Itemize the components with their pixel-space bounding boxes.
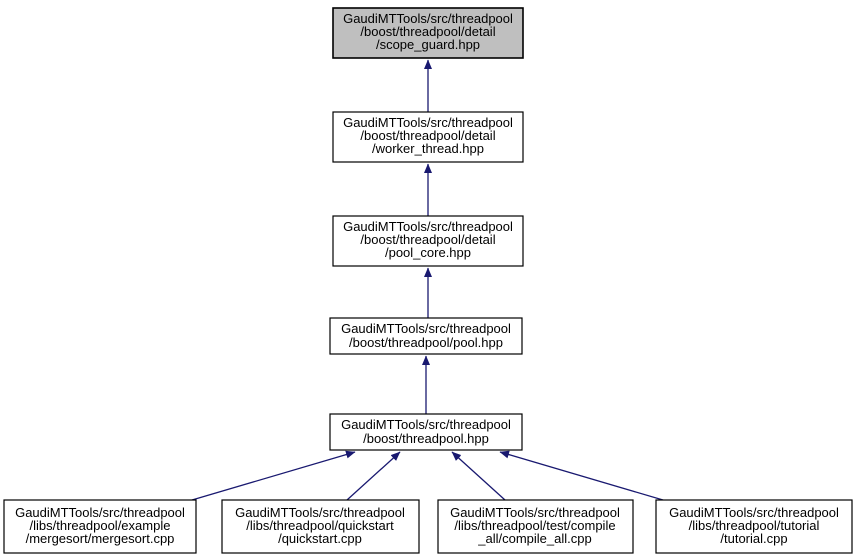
node-label-line: GaudiMTTools/src/threadpool: [343, 115, 513, 130]
node-box[interactable]: [3, 499, 197, 554]
node-label-line: /boost/threadpool/detail: [360, 232, 495, 247]
node-box[interactable]: [332, 7, 524, 59]
node-label-line: /mergesort/mergesort.cpp: [26, 531, 175, 546]
node-label-line: _all/compile_all.cpp: [477, 531, 591, 546]
node-label-line: /boost/threadpool/detail: [360, 24, 495, 39]
node-box[interactable]: [655, 499, 853, 554]
node-label-line: /libs/threadpool/test/compile: [454, 518, 615, 533]
node-label-line: /scope_guard.hpp: [376, 37, 480, 52]
node-label-line: /pool_core.hpp: [385, 245, 471, 260]
node-label-line: GaudiMTTools/src/threadpool: [341, 417, 511, 432]
node-compile-all-cpp[interactable]: GaudiMTTools/src/threadpool /libs/thread…: [437, 499, 634, 554]
node-label-line: /libs/threadpool/tutorial: [689, 518, 820, 533]
node-label-line: /boost/threadpool.hpp: [363, 431, 489, 446]
node-box[interactable]: [221, 499, 420, 554]
node-label-line: /boost/threadpool/detail: [360, 128, 495, 143]
edge-tutorial-to-threadpool: [499, 450, 664, 501]
node-label-line: /worker_thread.hpp: [372, 141, 484, 156]
node-label-line: GaudiMTTools/src/threadpool: [450, 505, 620, 520]
node-pool-hpp[interactable]: GaudiMTTools/src/threadpool /boost/threa…: [329, 317, 523, 355]
node-label-line: GaudiMTTools/src/threadpool: [341, 321, 511, 336]
node-label-line: GaudiMTTools/src/threadpool: [15, 505, 185, 520]
edge-group: [191, 59, 664, 501]
node-scope-guard-hpp[interactable]: GaudiMTTools/src/threadpool /boost/threa…: [332, 7, 524, 59]
node-pool-core-hpp[interactable]: GaudiMTTools/src/threadpool /boost/threa…: [332, 215, 524, 267]
node-box[interactable]: [332, 215, 524, 267]
node-quickstart-cpp[interactable]: GaudiMTTools/src/threadpool /libs/thread…: [221, 499, 420, 554]
edge-mergesort-to-threadpool: [191, 450, 356, 501]
node-label-line: /libs/threadpool/quickstart: [246, 518, 394, 533]
node-box[interactable]: [329, 317, 523, 355]
node-threadpool-hpp[interactable]: GaudiMTTools/src/threadpool /boost/threa…: [329, 413, 523, 451]
node-label-line: GaudiMTTools/src/threadpool: [343, 11, 513, 26]
node-worker-thread-hpp[interactable]: GaudiMTTools/src/threadpool /boost/threa…: [332, 111, 524, 163]
node-label-line: /boost/threadpool/pool.hpp: [349, 335, 503, 350]
node-label-line: /tutorial.cpp: [720, 531, 787, 546]
node-label-line: GaudiMTTools/src/threadpool: [669, 505, 839, 520]
node-label-line: /quickstart.cpp: [278, 531, 362, 546]
node-box[interactable]: [437, 499, 634, 554]
node-mergesort-cpp[interactable]: GaudiMTTools/src/threadpool /libs/thread…: [3, 499, 197, 554]
node-box[interactable]: [332, 111, 524, 163]
node-label-line: /libs/threadpool/example: [30, 518, 171, 533]
node-tutorial-cpp[interactable]: GaudiMTTools/src/threadpool /libs/thread…: [655, 499, 853, 554]
edge-compile-all-to-threadpool: [451, 451, 506, 501]
node-label-line: GaudiMTTools/src/threadpool: [343, 219, 513, 234]
node-box[interactable]: [329, 413, 523, 451]
edge-quickstart-to-threadpool: [346, 451, 401, 501]
node-label-line: GaudiMTTools/src/threadpool: [235, 505, 405, 520]
